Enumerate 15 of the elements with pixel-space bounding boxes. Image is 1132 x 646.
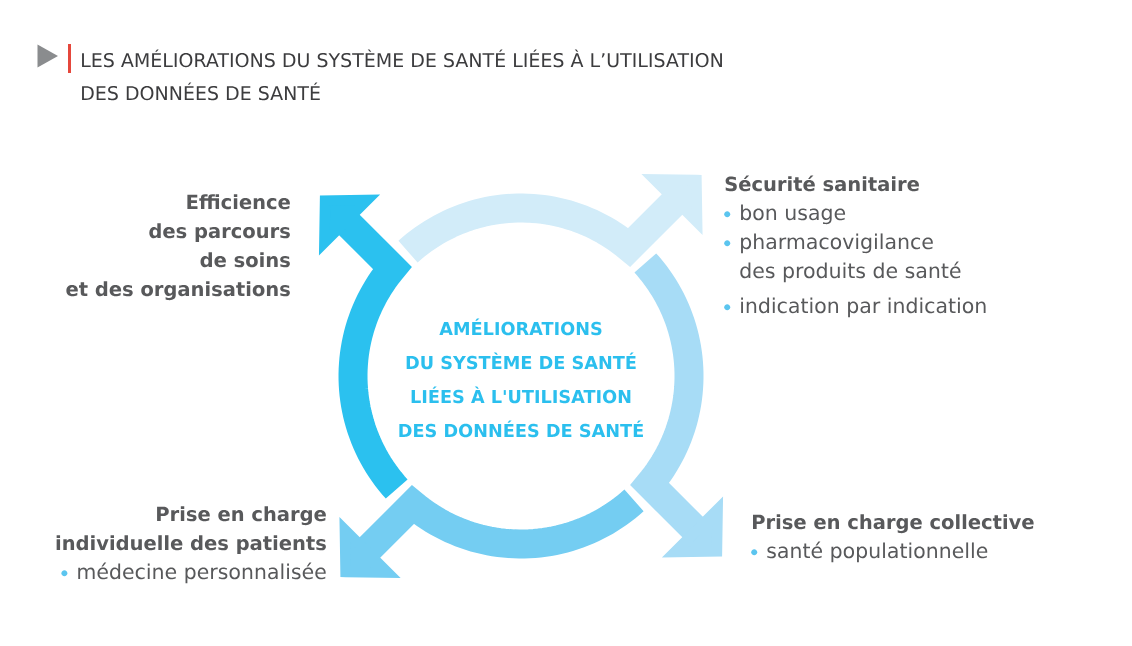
curved-arrow bbox=[318, 194, 412, 500]
title: LES AMÉLIORATIONS DU SYSTÈME DE SANTÉ LIÉES À L’UTILISATION DES DONNÉES DE SANTÉ bbox=[82, 49, 722, 101]
heading: Prise en charge individuelle des patients bbox=[56, 506, 326, 555]
center-text: AMÉLIORATIONS DU SYSTÈME DE SANTÉ LIÉES À L'UTILISATION DES DONNÉES DE SANTÉ bbox=[399, 318, 643, 438]
list-item: bon usage bbox=[741, 204, 846, 225]
curved-arrow bbox=[339, 485, 645, 579]
curved-arrow bbox=[630, 252, 724, 558]
heading: Prise en charge collective bbox=[753, 514, 1034, 534]
heading: Sécurité sanitaire bbox=[725, 175, 919, 192]
curved-arrow bbox=[397, 173, 703, 267]
list-item: santé populationnelle bbox=[767, 541, 988, 563]
list-item: indication par indication bbox=[741, 297, 986, 318]
heading: Efficience des parcours de soins et des organisations bbox=[66, 194, 290, 301]
list-item: pharmacovigilance des produits de santé bbox=[740, 233, 961, 283]
list-item: médecine personnalisée bbox=[78, 562, 326, 584]
